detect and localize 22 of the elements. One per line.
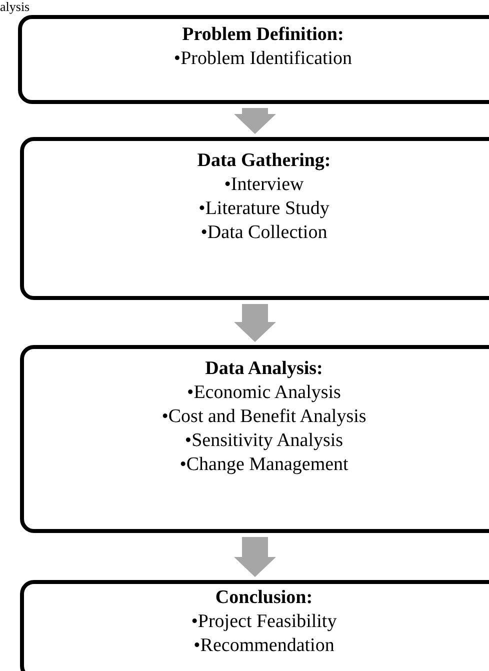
block-arrow: [234, 537, 276, 577]
process-box: [20, 345, 489, 533]
block-arrow: [234, 108, 276, 134]
bullet-item: •Sensitivity Analysis: [184, 429, 344, 453]
bullet-item: •Project Feasibility: [191, 610, 337, 634]
process-box: [20, 580, 489, 671]
bullet-item: •Change Management: [180, 453, 348, 477]
cut-off-text: alysis: [0, 0, 30, 14]
process-box: [20, 137, 489, 300]
box-heading: Data Gathering:: [197, 149, 331, 173]
box-heading: Problem Definition:: [182, 23, 344, 47]
bullet-item: •Literature Study: [198, 197, 330, 221]
bullet-item: •Cost and Benefit Analysis: [162, 405, 366, 429]
bullet-item: •Recommendation: [194, 634, 334, 658]
bullet-item: •Problem Identification: [174, 47, 352, 71]
box-heading: Conclusion:: [215, 586, 313, 610]
bullet-item: •Economic Analysis: [187, 381, 341, 405]
bullet-item: •Data Collection: [200, 221, 328, 245]
box-heading: Data Analysis:: [205, 357, 323, 381]
bullet-item: •Interview: [224, 173, 304, 197]
process-box: [18, 15, 489, 104]
block-arrow: [234, 304, 276, 342]
